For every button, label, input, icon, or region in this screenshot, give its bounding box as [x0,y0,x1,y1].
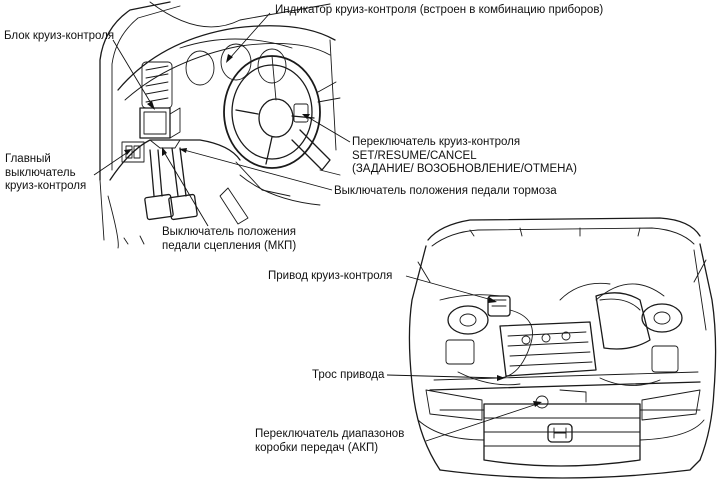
main-switch-label-line-1: Главный [5,153,51,165]
cruise-switch-label-line-1: Переключатель круиз-контроля [352,136,521,148]
cruise-control-unit-shape [139,107,181,139]
clutch-switch-label: Выключатель положения педали сцепления (… [162,226,296,253]
cruise-switch-label-line-3: (ЗАДАНИЕ/ ВОЗОБНОВЛЕНИЕ/ОТМЕНА) [352,163,577,175]
actuator-label: Привод круиз-контроля [268,270,393,282]
cruise-switch-label: Переключатель круиз-контроля SET/RESUME/… [352,136,577,177]
indicator-label: Индикатор круиз-контроля (встроен в комб… [275,4,604,16]
honda-emblem [547,423,573,443]
range-switch-label-line-2: коробки передач (АКП) [255,441,379,454]
main-switch-label-line-2: выключатель [5,166,76,179]
clutch-pedal [144,149,174,221]
range-switch-label: Переключатель диапазонов коробки передач… [255,428,404,455]
interior-illustration [99,1,341,249]
engine-block [499,321,597,377]
steering-wheel [223,55,321,169]
control-unit-label: Блок круиз-контроля [4,30,115,42]
cruise-switch-shape [293,103,309,123]
actuator-cable-path [499,309,533,379]
range-switch-label-line-1: Переключатель диапазонов [255,428,405,440]
clutch-switch-label-line-2: педали сцепления (МКП) [162,239,297,252]
main-switch-label: Главный выключатель круиз-контроля [5,153,86,194]
cruise-switch-label-line-2: SET/RESUME/CANCEL [352,149,477,162]
clutch-switch-label-line-1: Выключатель положения [162,226,296,238]
brake-switch-label: Выключатель положения педали тормоза [334,185,557,197]
main-switch-label-line-3: круиз-контроля [5,180,87,192]
engine-bay-illustration [408,217,717,479]
air-vent [141,61,173,109]
leader-lines [93,12,542,442]
instrument-cluster [179,38,293,86]
actuator-cable-label: Трос привода [312,369,385,381]
